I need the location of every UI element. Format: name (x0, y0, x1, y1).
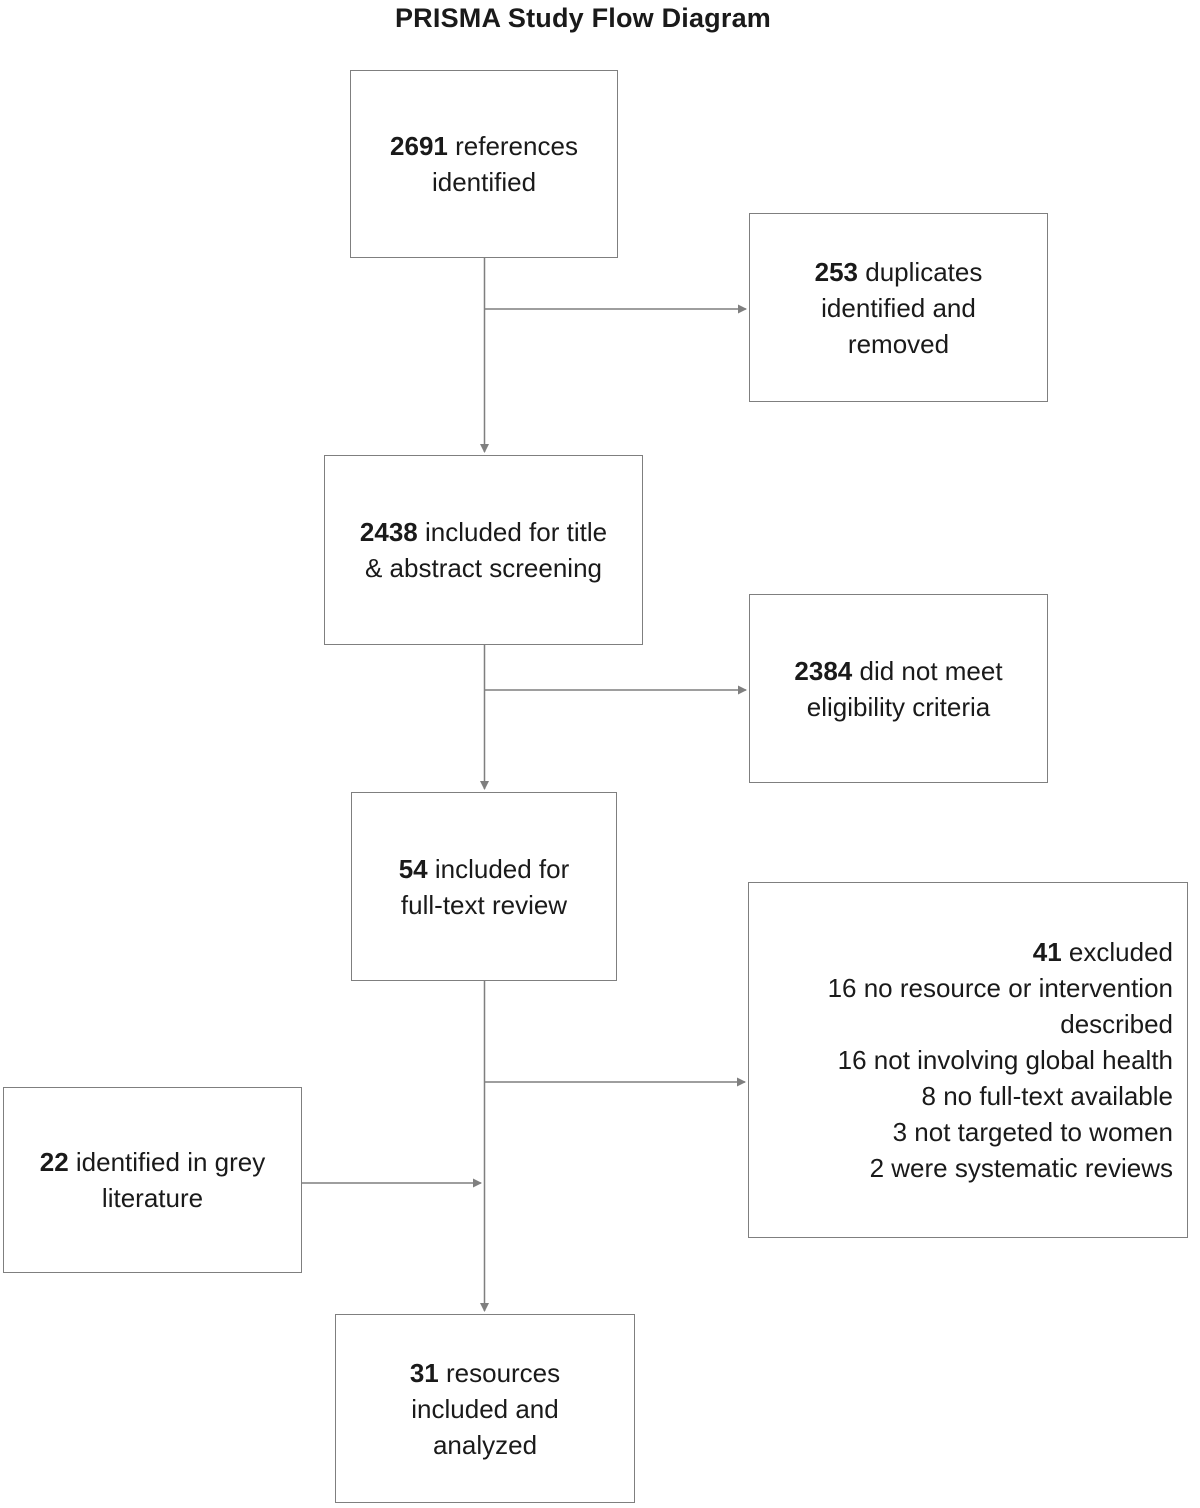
box-line: identified and (821, 292, 976, 323)
box-line: 31 resources (409, 1357, 561, 1388)
box-line: 253 duplicates (814, 256, 983, 287)
box-line: full-text review (400, 889, 568, 920)
box-fulltext-review: 54 included for full-text review (351, 792, 617, 981)
box-title-abstract-screening: 2438 included for title & abstract scree… (324, 455, 643, 645)
box-line: 54 included for (398, 853, 570, 884)
box-line: 2438 included for title (359, 517, 608, 547)
box-line: analyzed (432, 1429, 538, 1460)
box-line: & abstract screening (364, 553, 602, 583)
box-duplicates-removed: 253 duplicates identified and removed (749, 213, 1048, 402)
box-line: described (1060, 1009, 1173, 1039)
box-eligibility-criteria: 2384 did not meet eligibility criteria (749, 594, 1048, 783)
box-resources-analyzed: 31 resources included and analyzed (335, 1314, 635, 1503)
box-line: 3 not targeted to women (892, 1117, 1173, 1147)
box-line: included and (411, 1393, 559, 1424)
box-line: 41 excluded (1032, 937, 1173, 967)
box-grey-literature: 22 identified in grey literature (3, 1087, 302, 1273)
box-line: 2384 did not meet (794, 655, 1003, 686)
box-line: identified (431, 167, 537, 197)
box-references-identified: 2691 references identified (350, 70, 618, 258)
box-line: 16 not involving global health (837, 1045, 1173, 1075)
box-line: removed (847, 328, 950, 359)
box-excluded-reasons: 41 excluded 16 no resource or interventi… (748, 882, 1188, 1238)
box-line: 8 no full-text available (921, 1081, 1173, 1111)
box-line: eligibility criteria (806, 691, 991, 722)
box-line: 16 no resource or intervention (827, 973, 1173, 1003)
box-line: literature (101, 1183, 204, 1213)
diagram-title: PRISMA Study Flow Diagram (394, 3, 772, 33)
box-line: 2691 references (390, 131, 578, 161)
box-line: 22 identified in grey (39, 1147, 266, 1177)
box-line: 2 were systematic reviews (869, 1153, 1173, 1183)
